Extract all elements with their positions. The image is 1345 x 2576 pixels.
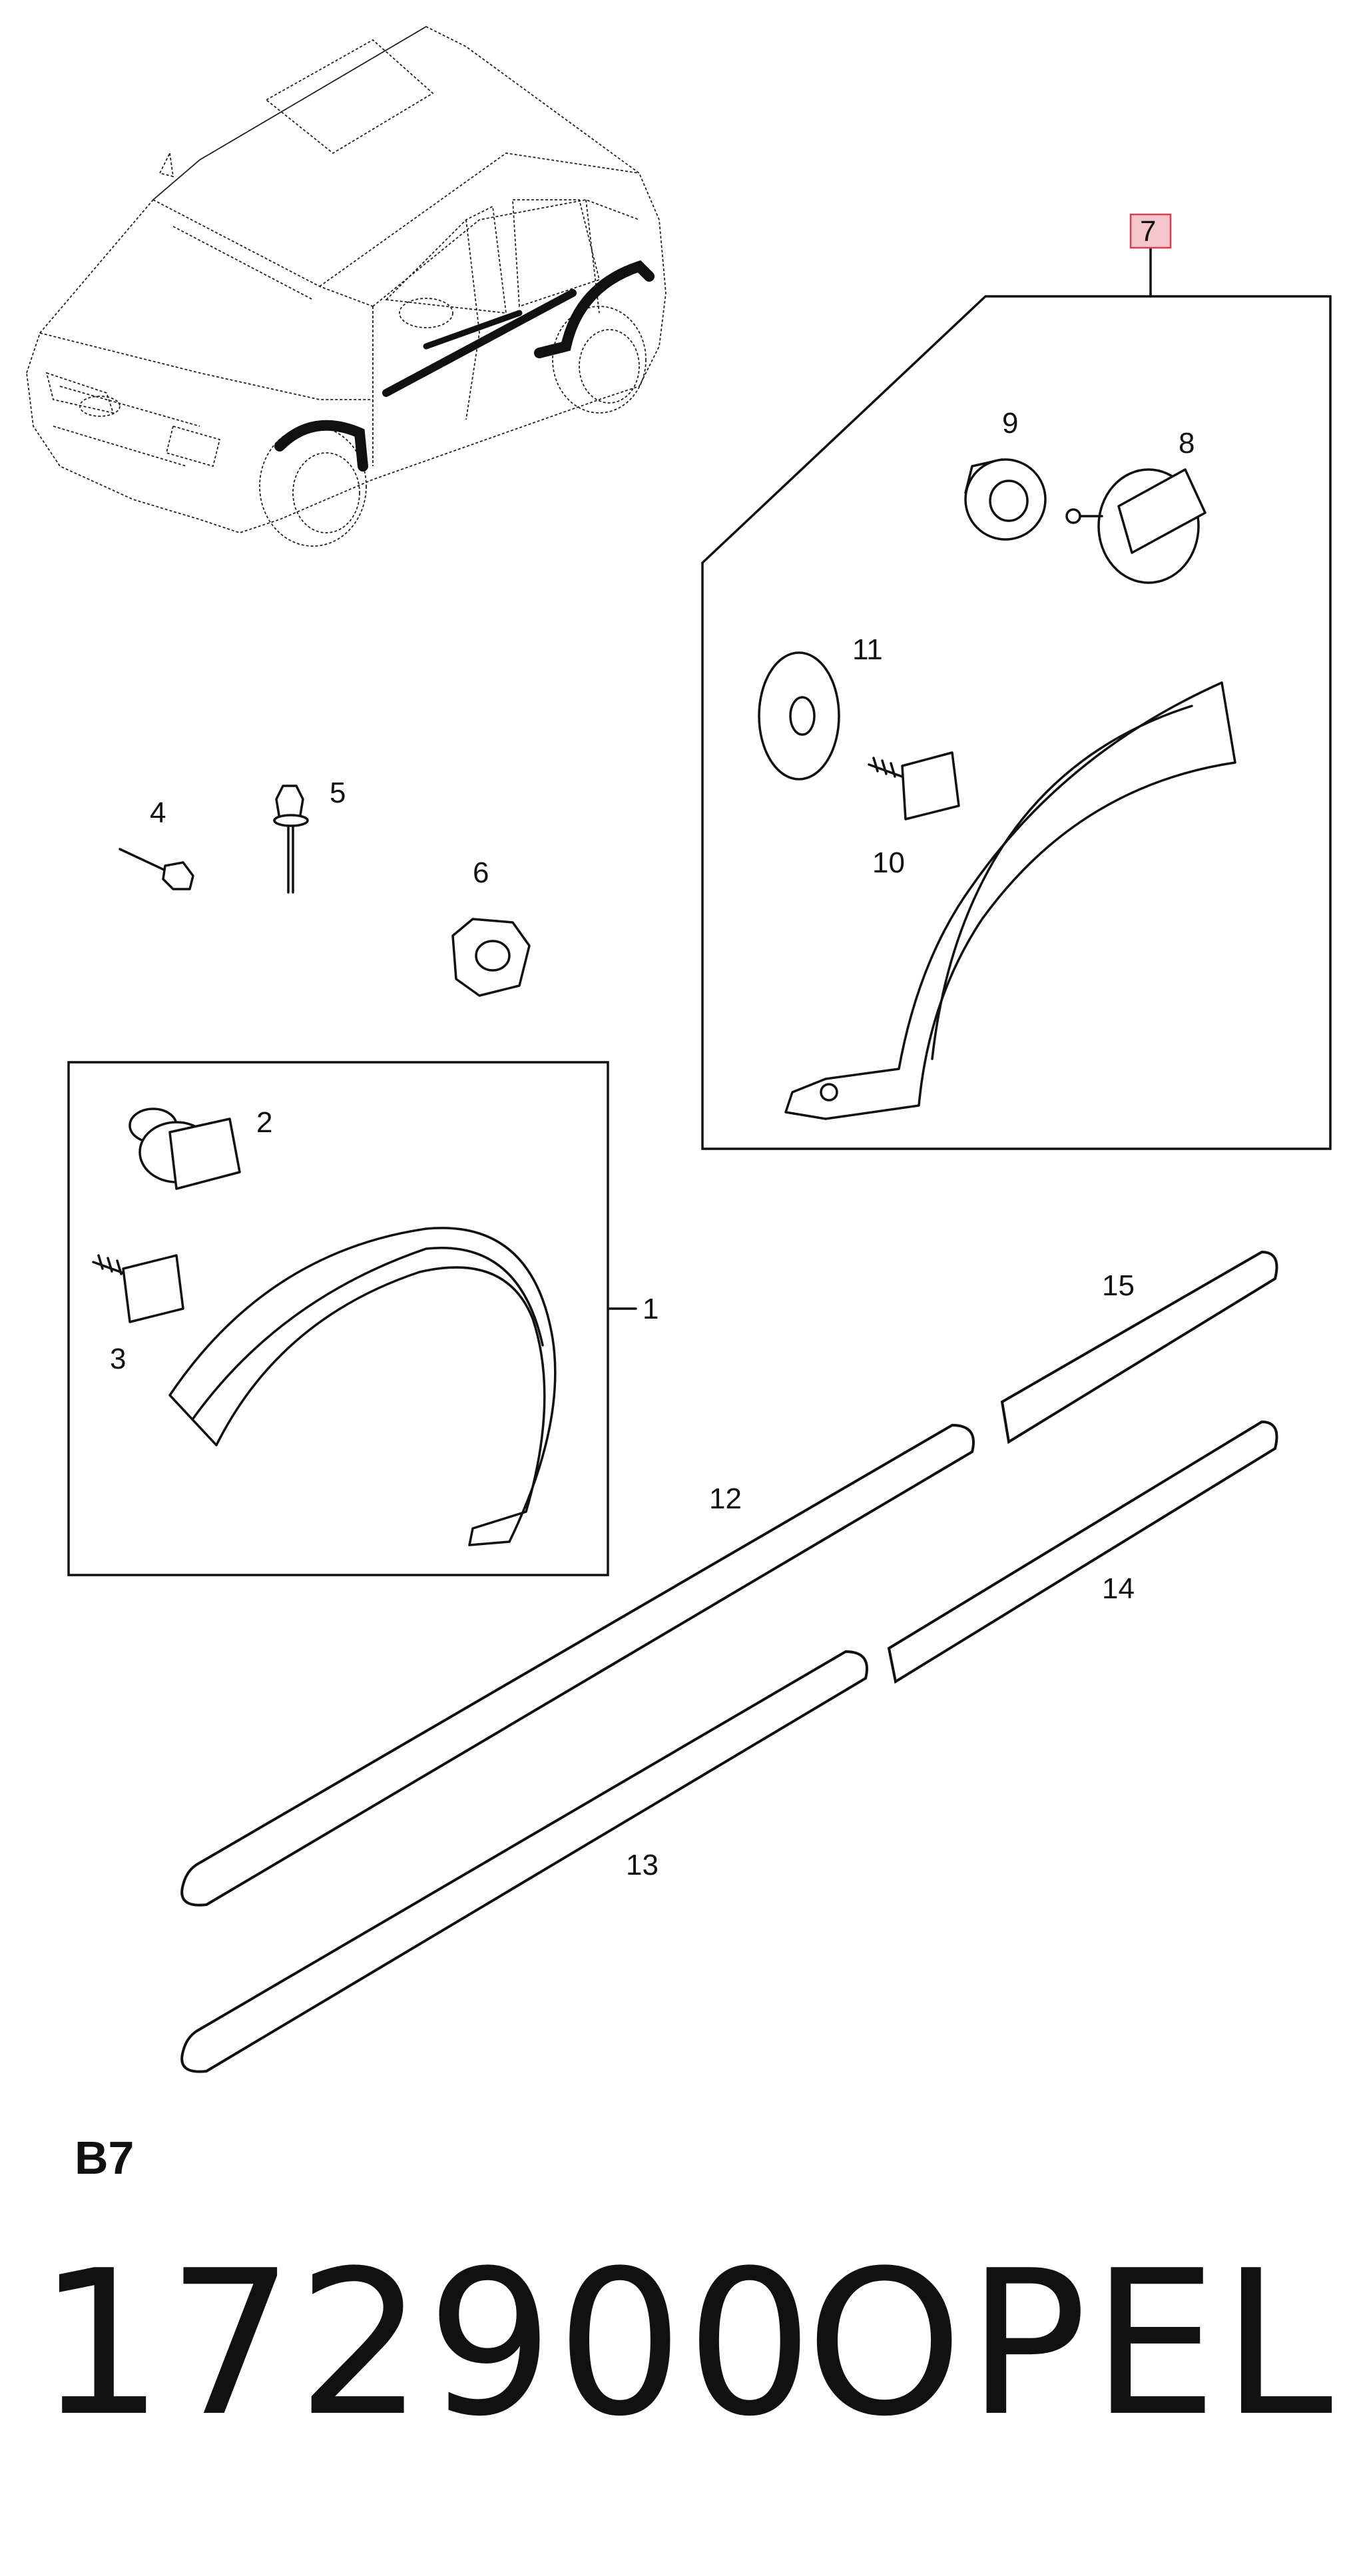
callout-9: 9 [1002,407,1018,440]
callout-4: 4 [150,797,166,829]
group-box-7 [701,213,1332,1150]
part-5-rivet-icon [273,785,309,894]
part-10-screw-clip-icon [868,751,960,820]
callout-3: 3 [110,1343,126,1375]
strip-12-icon [180,1423,975,1907]
part-number: 172900 [37,2228,816,2460]
part-9-grommet-icon [964,458,1047,541]
callout-6: 6 [473,856,489,889]
rear-wheel-arch-moulding-icon [784,681,1236,1120]
part-11-washer-icon [758,651,840,781]
strip-13-icon [180,1650,868,2073]
callout-14: 14 [1102,1572,1135,1605]
strip-14-icon [887,1420,1278,1684]
car-illustration [26,25,667,547]
front-wheel-arch-moulding-icon [168,1227,557,1546]
callout-7: 7 [1140,215,1156,248]
part-4-screw-icon [119,848,194,890]
callout-8: 8 [1179,427,1195,460]
callout-13: 13 [626,1849,659,1881]
strip-15-icon [1000,1250,1278,1445]
group-box-1 [67,1061,637,1576]
page-code: B7 [75,2132,134,2184]
callout-2: 2 [256,1106,272,1139]
callout-12: 12 [709,1482,742,1515]
callout-10: 10 [872,846,905,879]
part-2-clip-icon [129,1108,241,1190]
part-3-screw-clip-icon [92,1254,184,1323]
callout-11: 11 [852,633,883,666]
part-8-clip-icon [1065,468,1207,584]
brand-name: OPEL [806,2228,1337,2460]
callout-15: 15 [1102,1269,1135,1302]
callout-5: 5 [330,777,346,809]
part-6-nut-icon [451,918,531,997]
callout-1: 1 [643,1293,659,1325]
